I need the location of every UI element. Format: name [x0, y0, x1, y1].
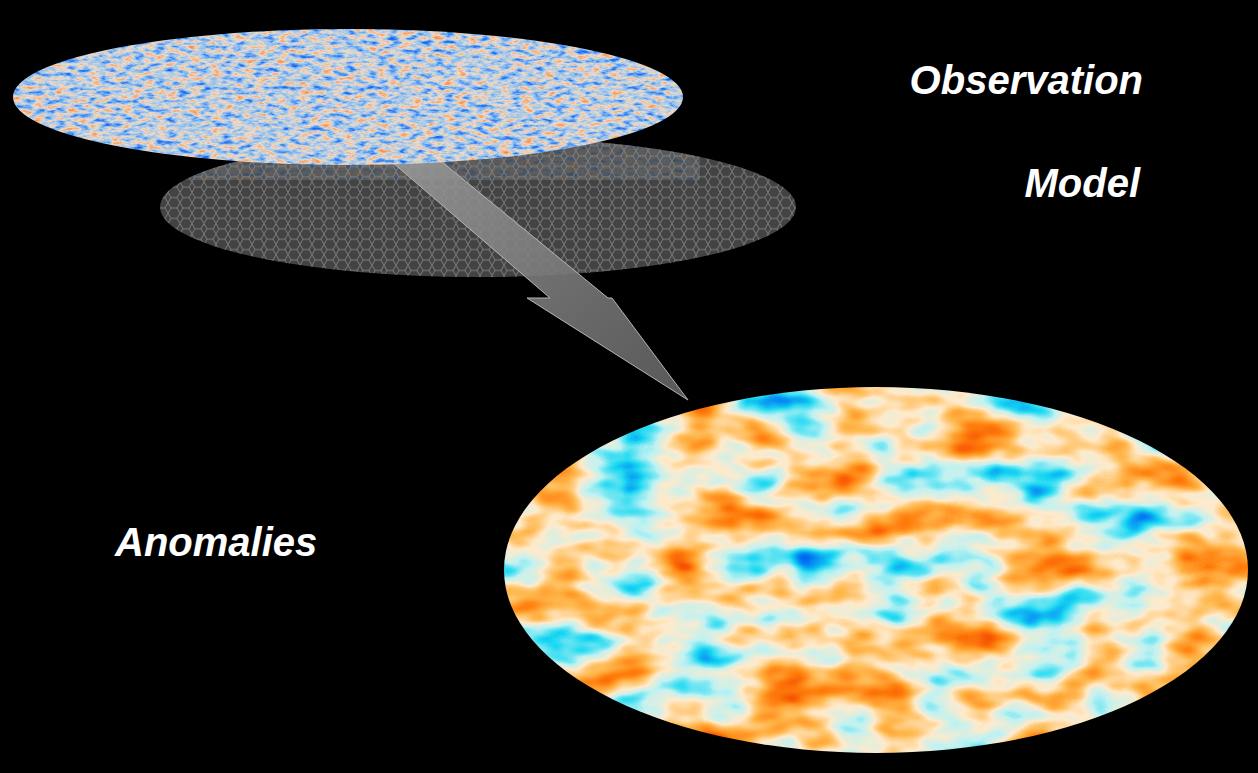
- observation-map: [10, 25, 690, 175]
- transition-arrow: [392, 162, 688, 400]
- anomalies-map: [500, 385, 1255, 760]
- section-label: Observation: [910, 57, 1143, 103]
- section-label: Anomalies: [115, 519, 317, 565]
- section-label: Model: [1024, 160, 1140, 206]
